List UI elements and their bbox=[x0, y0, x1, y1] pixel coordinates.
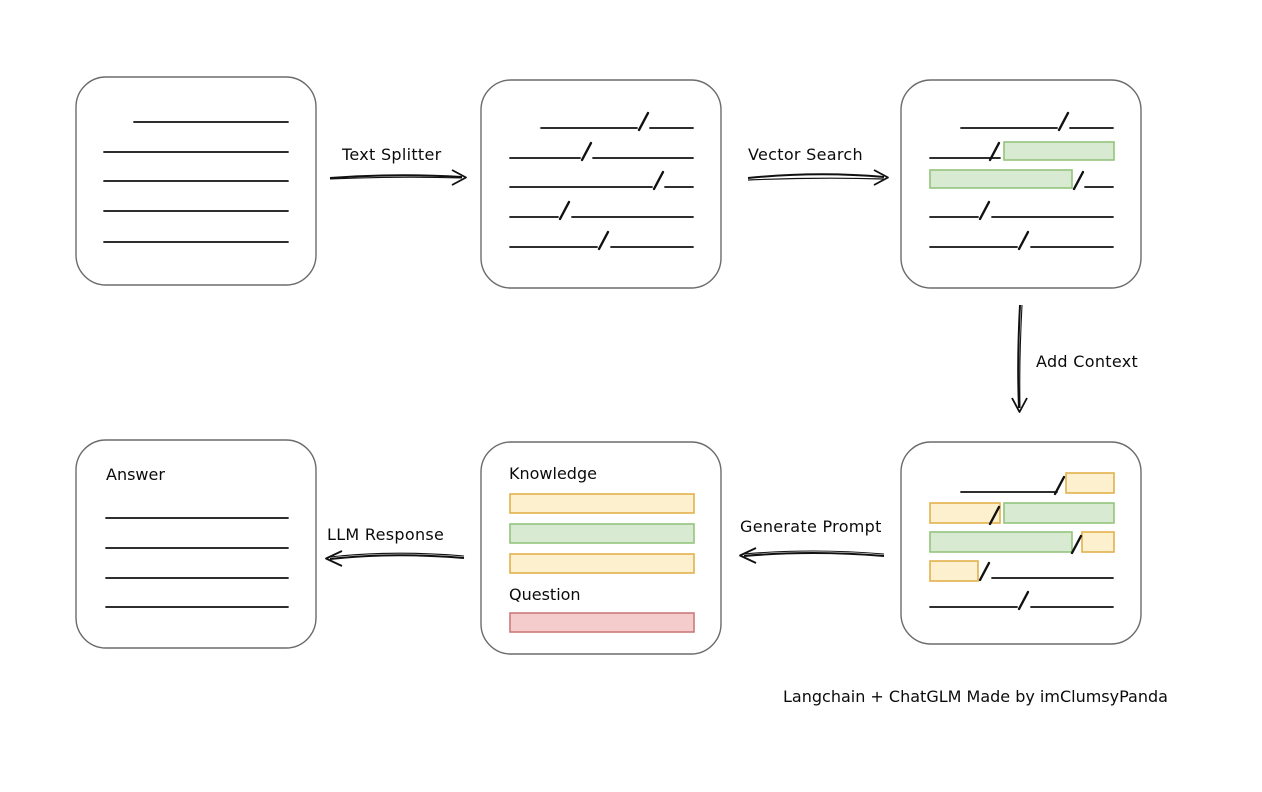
answer-lines bbox=[105, 517, 289, 608]
edge-label-add-context: Add Context bbox=[1036, 352, 1139, 371]
context-highlights bbox=[929, 472, 1115, 582]
highlight-green bbox=[1003, 141, 1115, 161]
knowledge-label: Knowledge bbox=[509, 464, 597, 483]
arrowhead-left bbox=[325, 550, 343, 567]
chunks-rows bbox=[509, 127, 694, 248]
context-slashes bbox=[978, 475, 1083, 611]
chunks-box bbox=[480, 79, 722, 289]
highlight-green bbox=[1003, 502, 1115, 524]
highlight-green bbox=[929, 531, 1073, 553]
context-rows bbox=[929, 491, 1114, 608]
highlight-yellow bbox=[929, 502, 1001, 524]
highlight-yellow bbox=[1081, 531, 1115, 553]
highlight-yellow bbox=[1065, 472, 1115, 494]
node-matched bbox=[900, 79, 1142, 289]
matched-green-highlights bbox=[929, 141, 1115, 189]
question-label: Question bbox=[509, 585, 581, 604]
node-document bbox=[75, 76, 317, 286]
edge-label-llm-response: LLM Response bbox=[327, 525, 445, 544]
highlight-yellow bbox=[509, 553, 695, 574]
edge-llm-response bbox=[325, 550, 465, 567]
arrowhead-right bbox=[873, 169, 889, 186]
arrowhead-right bbox=[451, 169, 467, 186]
answer-title: Answer bbox=[106, 465, 165, 484]
knowledge-bars bbox=[509, 493, 695, 574]
answer-box bbox=[75, 439, 317, 649]
edge-add-context bbox=[1011, 304, 1028, 413]
highlight-green bbox=[929, 169, 1073, 189]
arrowhead-down bbox=[1011, 397, 1028, 413]
matched-slashes bbox=[978, 111, 1085, 251]
highlight-yellow bbox=[509, 493, 695, 514]
node-chunks bbox=[480, 79, 722, 289]
edge-generate-prompt bbox=[739, 547, 885, 564]
highlight-green bbox=[509, 523, 695, 544]
edge-text-splitter bbox=[329, 169, 467, 186]
chunks-slashes bbox=[558, 111, 665, 251]
edge-vector-search bbox=[747, 169, 889, 186]
question-bars bbox=[509, 612, 695, 633]
node-prompt bbox=[480, 441, 722, 655]
footer-credit: Langchain + ChatGLM Made by imClumsyPand… bbox=[783, 687, 1168, 706]
document-lines bbox=[103, 121, 289, 243]
edge-label-text-splitter: Text Splitter bbox=[342, 145, 442, 164]
edge-label-vector-search: Vector Search bbox=[748, 145, 863, 164]
arrowhead-left bbox=[739, 547, 757, 564]
node-context bbox=[900, 441, 1142, 645]
highlight-yellow bbox=[929, 560, 979, 582]
highlight-red bbox=[509, 612, 695, 633]
matched-rows bbox=[929, 127, 1114, 248]
node-answer bbox=[75, 439, 317, 649]
edge-label-generate-prompt: Generate Prompt bbox=[740, 517, 882, 536]
